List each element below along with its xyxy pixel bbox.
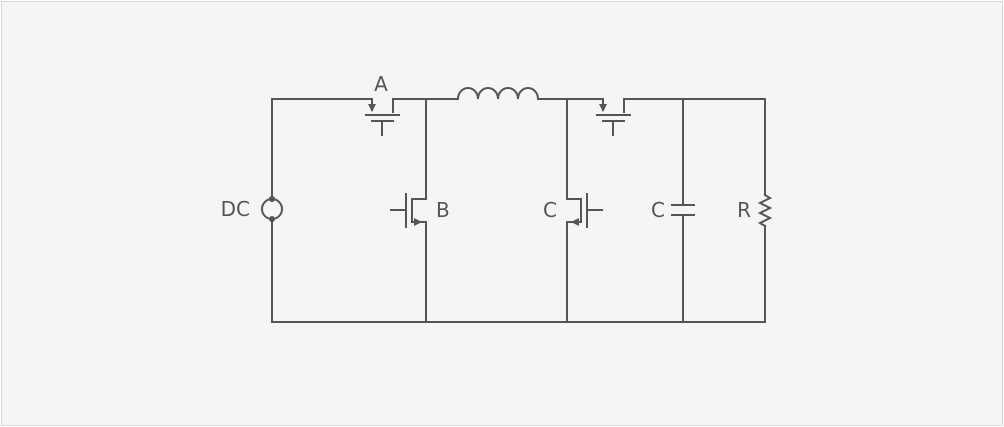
wire-c-top (566, 98, 582, 200)
switch-a-icon (365, 98, 400, 136)
wire-left-bottom (271, 218, 766, 323)
switch-b-label: B (436, 198, 450, 222)
resistor-icon (757, 193, 773, 228)
dc-source-icon (261, 196, 283, 222)
inductor-icon (456, 87, 540, 101)
capacitor-icon (671, 204, 695, 216)
switch-c-label: C (543, 198, 557, 222)
switch-top-right-icon (596, 98, 631, 136)
wire-top-right (623, 98, 766, 196)
capacitor-label: C (651, 198, 665, 222)
wire-left-top (271, 98, 373, 199)
dc-source-label: DC (221, 197, 250, 221)
wires (271, 98, 766, 323)
switch-a-label: A (374, 72, 388, 96)
switch-b-icon (390, 193, 427, 228)
resistor-label: R (737, 198, 751, 222)
switch-c-icon (566, 193, 603, 228)
wire-b-top (411, 98, 427, 200)
